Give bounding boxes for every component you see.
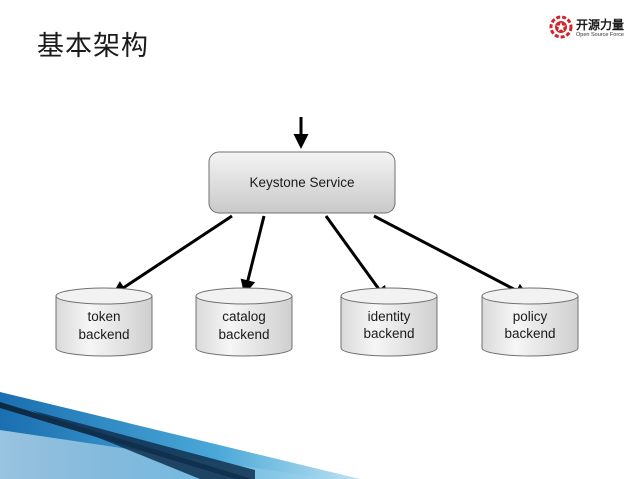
catalog-backend-node: catalog backend	[195, 287, 293, 357]
identity-backend-node: identity backend	[340, 287, 438, 357]
token-backend-label-line2: backend	[78, 327, 129, 342]
catalog-backend-label-line2: backend	[218, 327, 269, 342]
policy-backend-label-line1: policy	[513, 309, 548, 324]
gear-star-logo-icon	[549, 15, 573, 39]
policy-backend-node: policy backend	[481, 287, 579, 357]
logo-brand-text: 开源力量	[576, 18, 625, 32]
slide-title: 基本架构	[37, 31, 149, 62]
arrow-to-policy-backend	[373, 214, 530, 298]
arrow-to-catalog-backend	[240, 215, 266, 295]
logo-subtitle: Open Source Force	[576, 32, 624, 38]
identity-backend-label-line2: backend	[363, 326, 414, 341]
arrow-to-token-backend	[111, 214, 233, 296]
keystone-service-label: Keystone Service	[249, 175, 354, 190]
catalog-backend-label-line1: catalog	[222, 309, 266, 324]
identity-backend-label-line1: identity	[368, 309, 411, 324]
keystone-service-node: Keystone Service	[208, 151, 396, 214]
arrow-to-identity-backend	[324, 215, 388, 302]
token-backend-node: token backend	[55, 287, 153, 357]
brand-logo: 开源力量 Open Source Force	[548, 10, 634, 48]
token-backend-label-line1: token	[87, 309, 120, 324]
policy-backend-label-line2: backend	[504, 326, 555, 341]
